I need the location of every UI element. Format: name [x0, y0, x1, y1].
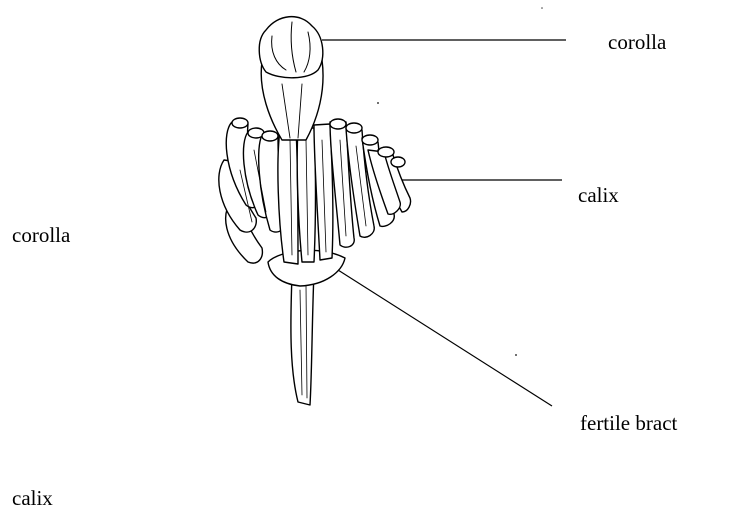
stalk — [291, 272, 314, 405]
corolla-label-left: corolla — [12, 225, 70, 246]
calix-label-right: calix — [578, 185, 619, 206]
fertile-bract-label: fertile bract — [580, 413, 677, 434]
calix-label-left: calix — [12, 488, 53, 509]
leader-fertile-bract — [338, 270, 552, 406]
corolla-label-right: corolla — [608, 32, 666, 53]
